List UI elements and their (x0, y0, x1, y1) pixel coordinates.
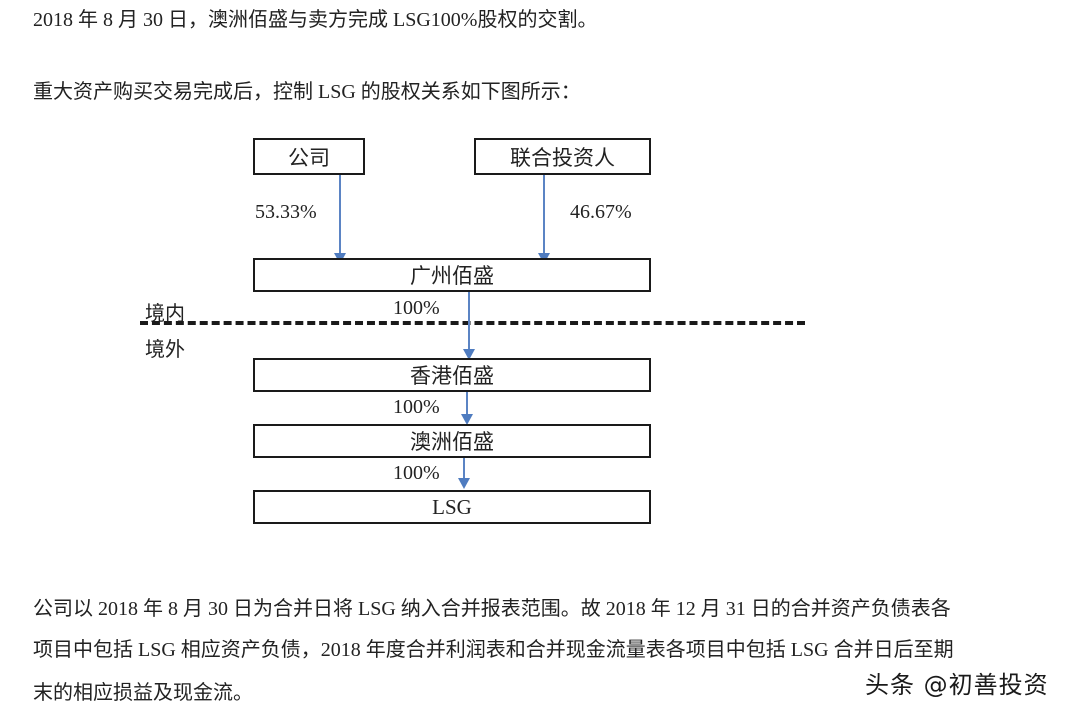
entity-guangzhou-label: 广州佰盛 (410, 264, 494, 288)
closing-line-3: 末的相应损益及现金流。 (33, 682, 253, 704)
entity-joint-investors: 联合投资人 (474, 138, 651, 175)
entity-hongkong: 香港佰盛 (253, 358, 651, 392)
arrow-hongkong-line (466, 392, 468, 416)
arrow-down-icon (458, 478, 470, 489)
border-divider (140, 321, 805, 325)
arrow-guangzhou-line (468, 292, 470, 352)
entity-hongkong-label: 香港佰盛 (410, 364, 494, 388)
arrow-down-icon (463, 349, 475, 360)
pct-guangzhou-hongkong: 100% (393, 297, 440, 319)
pct-company: 53.33% (255, 201, 317, 223)
entity-australia-label: 澳洲佰盛 (410, 430, 494, 454)
intro-line-2: 重大资产购买交易完成后，控制 LSG 的股权关系如下图所示： (33, 81, 581, 103)
entity-joint-investors-label: 联合投资人 (510, 145, 615, 170)
closing-line-2: 项目中包括 LSG 相应资产负债，2018 年度合并利润表和合并现金流量表各项目… (33, 639, 954, 661)
arrow-australia-line (463, 458, 465, 480)
entity-guangzhou: 广州佰盛 (253, 258, 651, 292)
arrow-investors-line (543, 175, 545, 255)
zone-domestic: 境内 (145, 303, 185, 325)
pct-hongkong-australia: 100% (393, 396, 440, 418)
entity-australia: 澳洲佰盛 (253, 424, 651, 458)
entity-company: 公司 (253, 138, 365, 175)
entity-lsg-label: LSG (432, 494, 472, 519)
pct-australia-lsg: 100% (393, 462, 440, 484)
entity-company-label: 公司 (288, 145, 330, 170)
entity-lsg: LSG (253, 490, 651, 524)
pct-investors: 46.67% (570, 201, 632, 223)
intro-line-1: 2018 年 8 月 30 日，澳洲佰盛与卖方完成 LSG100%股权的交割。 (33, 9, 598, 31)
watermark: 头条 @初善投资 (865, 671, 1049, 699)
closing-line-1: 公司以 2018 年 8 月 30 日为合并日将 LSG 纳入合并报表范围。故 … (33, 598, 951, 620)
arrow-company-line (339, 175, 341, 255)
arrow-down-icon (461, 414, 473, 425)
zone-overseas: 境外 (145, 339, 185, 361)
